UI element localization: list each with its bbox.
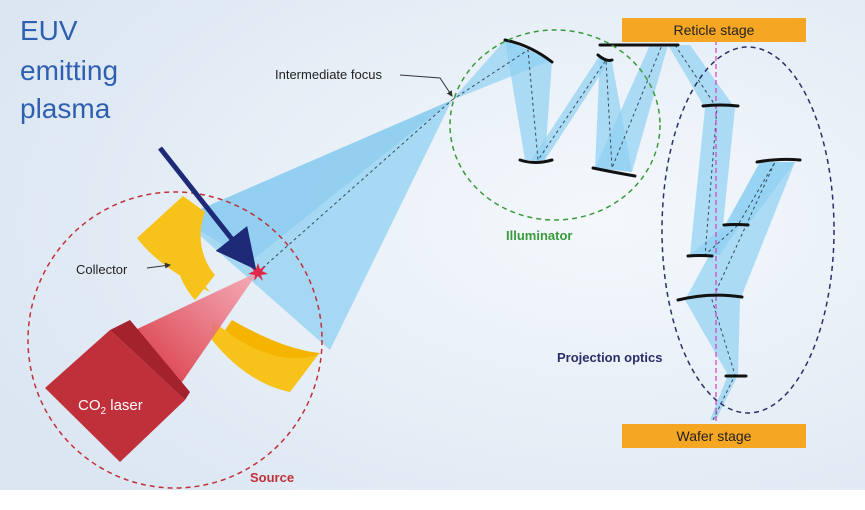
collector-lower-edge [225,320,320,359]
source-label: Source [250,470,294,485]
reticle-stage-bar [622,18,806,42]
projection-ring [661,46,835,414]
headline-line2: emitting [20,55,118,86]
intermediate-focus-label: Intermediate focus [275,67,382,82]
wafer-stage-bar [622,424,806,448]
source-ring [27,191,323,489]
ray-traces [257,44,776,421]
intermediate-focus-leader [399,74,453,97]
collector-leader [146,262,171,269]
illuminator-ring [449,29,661,221]
illuminator-label: Illuminator [506,228,572,243]
collector-lower [212,320,318,392]
illuminator-beams [452,40,668,172]
laser-box [45,320,190,462]
headline-line1: EUV [20,15,78,46]
collector-upper-left [137,196,210,292]
laser-label: CO2 laser [78,397,143,417]
headline-line3: plasma [20,93,111,124]
laser-beam [135,272,258,385]
reticle-stage-label: Reticle stage [674,22,755,38]
projection-optics-label: Projection optics [557,350,662,365]
plasma-pointer-arrow [158,146,257,270]
wafer-stage-label: Wafer stage [677,428,752,444]
euv-beam-cone [180,100,452,350]
collector-label: Collector [76,262,128,277]
euv-beam-inner [180,100,452,262]
